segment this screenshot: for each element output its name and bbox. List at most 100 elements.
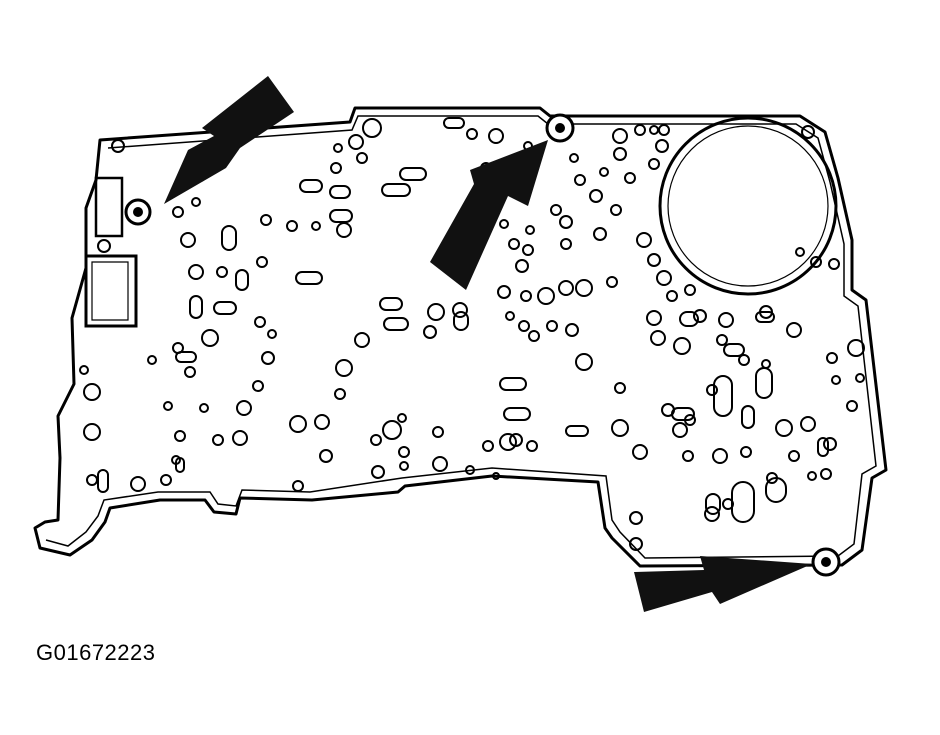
plate-hole (649, 125, 659, 135)
plate-hole (629, 537, 643, 551)
plate-hole (399, 461, 409, 471)
plate-hole (559, 215, 573, 229)
plate-hole (371, 465, 385, 479)
plate-hole (509, 433, 523, 447)
plate-hole (482, 440, 494, 452)
plate-hole (525, 225, 535, 235)
plate-hole (593, 227, 607, 241)
plate-slot (817, 437, 829, 457)
left-slot-lower (84, 254, 138, 328)
bolt-lower-right (811, 547, 841, 577)
plate-slots (97, 117, 829, 523)
plate-hole (199, 403, 209, 413)
plate-hole (716, 334, 728, 346)
plate-hole (336, 222, 352, 238)
plate-hole (658, 124, 670, 136)
plate-hole (666, 290, 678, 302)
plate-hole (761, 359, 771, 369)
plate-hole (574, 174, 586, 186)
plate-hole (314, 414, 330, 430)
plate-slot (213, 301, 237, 315)
plate-hole (648, 158, 660, 170)
plate-slot (381, 183, 411, 197)
plate-hole (810, 256, 822, 268)
plate-hole (252, 380, 264, 392)
left-slot-lower-shade (91, 261, 129, 321)
bolt-upper-center (545, 113, 575, 143)
plate-hole (499, 219, 509, 229)
plate-hole (610, 204, 622, 216)
plate-hole (260, 214, 272, 226)
plate-hole (693, 309, 707, 323)
plate-slot (235, 269, 249, 291)
plate-hole (546, 320, 558, 332)
plate-hole (526, 440, 538, 452)
plate-hole (432, 456, 448, 472)
plate-hole (740, 446, 752, 458)
arrow-upper-center (430, 140, 548, 290)
plate-hole (575, 353, 593, 371)
plate-hole (497, 285, 511, 299)
plate-hole (788, 450, 800, 462)
plate-slot (499, 377, 527, 391)
plate-hole (261, 351, 275, 365)
plate-slot (399, 167, 427, 181)
plate-hole (188, 264, 204, 280)
plate-hole (624, 172, 636, 184)
plate-slot (175, 351, 197, 363)
plate-hole (499, 433, 517, 451)
plate-hole (537, 287, 555, 305)
plate-hole (632, 444, 648, 460)
plate-slot (175, 457, 185, 473)
plate-hole (432, 426, 444, 438)
plate-hole (172, 206, 184, 218)
plate-hole (612, 128, 628, 144)
plate-hole (333, 143, 343, 153)
plate-hole (289, 415, 307, 433)
plate-slot (443, 117, 465, 129)
plate-hole (79, 365, 89, 375)
plate-hole (611, 419, 629, 437)
plate-hole (569, 153, 579, 163)
plate-hole (518, 320, 530, 332)
bolt-upper-left (124, 198, 152, 226)
plate-slot (731, 481, 755, 523)
plate-hole (606, 276, 618, 288)
plate-slot (503, 407, 531, 421)
arrow-upper-left (164, 76, 294, 204)
plate-hole (634, 124, 646, 136)
plate-hole (655, 139, 669, 153)
plate-hole (83, 383, 101, 401)
plate-hole (86, 474, 98, 486)
plate-hole (823, 437, 837, 451)
plate-hole (232, 430, 248, 446)
plate-slot (741, 405, 755, 429)
plate-hole (826, 352, 838, 364)
large-bore-inner (667, 125, 829, 287)
plate-hole (382, 420, 402, 440)
plate-hole (828, 258, 840, 270)
plate-slot (755, 367, 773, 399)
figure-id: G01672223 (36, 640, 156, 665)
plate-hole (362, 118, 382, 138)
plate-hole (786, 322, 802, 338)
plate-hole (589, 189, 603, 203)
plate-hole (452, 302, 468, 318)
plate-hole (191, 197, 201, 207)
plate-hole (97, 239, 111, 253)
plate-hole (712, 448, 728, 464)
plate-hole (334, 388, 346, 400)
plate-slot (723, 343, 745, 357)
plate-hole (775, 419, 793, 437)
plate-hole (354, 332, 370, 348)
plate-hole (807, 471, 817, 481)
plate-hole (130, 476, 146, 492)
plate-hole (423, 325, 437, 339)
plate-hole (335, 359, 353, 377)
plate-hole (111, 139, 125, 153)
plate-hole (83, 423, 101, 441)
large-bore (658, 116, 838, 296)
plate-inner-outline (45, 115, 877, 559)
plate-hole (465, 465, 475, 475)
plate-slot (765, 477, 787, 503)
